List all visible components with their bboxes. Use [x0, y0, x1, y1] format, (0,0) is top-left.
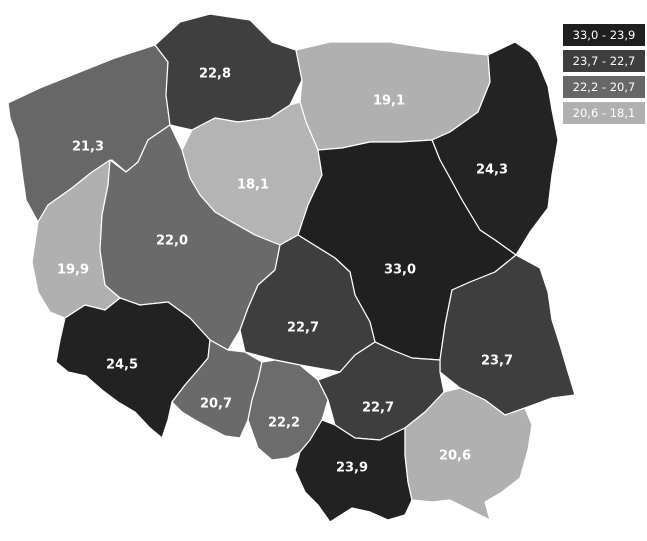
legend-item-4: 20,6 - 18,1 [563, 102, 645, 124]
region-value-podkarpackie: 20,6 [439, 449, 471, 464]
region-value-swietokrzyskie: 22,7 [362, 401, 394, 416]
region-value-opolskie: 20,7 [200, 397, 232, 412]
region-opolskie [171, 339, 263, 439]
region-value-slaskie: 22,2 [268, 416, 300, 431]
region-value-lodzkie: 22,7 [287, 321, 319, 336]
region-value-zachodniopomorskie: 21,3 [72, 140, 104, 155]
region-value-mazowieckie: 33,0 [384, 263, 416, 278]
map-legend: 33,0 - 23,9 23,7 - 22,7 22,2 - 20,7 20,6… [563, 24, 645, 128]
legend-item-1: 33,0 - 23,9 [563, 24, 645, 46]
region-value-lubelskie: 23,7 [481, 354, 513, 369]
region-value-wielkopolskie: 22,0 [156, 234, 188, 249]
region-value-dolnoslaskie: 24,5 [106, 358, 138, 373]
region-value-kujawsko-pomorskie: 18,1 [237, 178, 269, 193]
region-podkarpackie [404, 387, 533, 521]
legend-item-2: 23,7 - 22,7 [563, 50, 645, 72]
legend-item-3: 22,2 - 20,7 [563, 76, 645, 98]
region-value-warminsko-mazurskie: 19,1 [373, 94, 405, 109]
region-value-lubuskie: 19,9 [57, 263, 89, 278]
region-value-pomorskie: 22,8 [199, 67, 231, 82]
region-value-malopolskie: 23,9 [336, 461, 368, 476]
region-value-podlaskie: 24,3 [476, 163, 508, 178]
